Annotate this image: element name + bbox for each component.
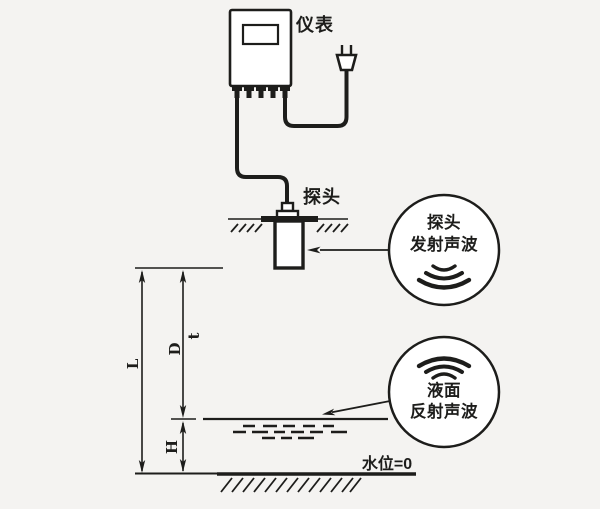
liquid-surface [203, 417, 388, 440]
callout-reflect-line1: 液面 [427, 382, 461, 400]
dim-label-H: H [163, 439, 181, 455]
mount-hatch-right [316, 223, 349, 233]
ground-hatch-pattern [220, 477, 362, 493]
probe-label: 探头 [303, 187, 341, 207]
probe-assembly [228, 201, 349, 270]
dimension-lines [135, 267, 223, 473]
sound-wave-up-icon [416, 356, 472, 380]
power-plug-icon [335, 45, 358, 72]
instrument-label: 仪表 [296, 15, 334, 35]
dim-label-t: t [185, 332, 203, 340]
callout-reflect [322, 335, 501, 449]
arrow-left-down-icon [322, 408, 336, 416]
instrument-box [228, 8, 293, 98]
probe-body [273, 219, 305, 270]
power-cable [283, 67, 349, 128]
zero-baseline [135, 472, 416, 493]
probe-cable [235, 95, 289, 205]
mount-plate [261, 216, 318, 222]
callout-emit-line1: 探头 [427, 214, 461, 232]
dim-label-D: D [166, 342, 184, 356]
arrow-left-icon [307, 246, 321, 254]
callout-emit-line2: 发射声波 [410, 236, 478, 254]
water-level-label: 水位=0 [361, 456, 413, 473]
dim-label-L: L [124, 358, 142, 370]
terminal-row [232, 86, 290, 98]
water-surface-dashes [233, 424, 347, 440]
sound-wave-down-icon [416, 264, 472, 290]
callout-emit [307, 193, 501, 307]
cables [235, 67, 349, 205]
mount-hatch-left [230, 223, 263, 233]
callout-reflect-line2: 反射声波 [410, 403, 478, 421]
display-window [241, 23, 280, 46]
